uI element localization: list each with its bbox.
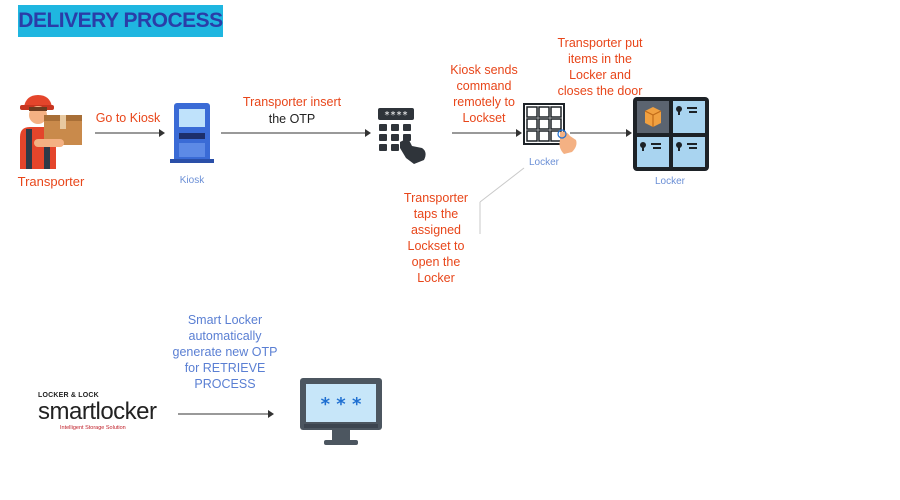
step-smart-locker-line3: generate new OTP <box>172 345 278 359</box>
step-insert-otp-line2: the OTP <box>268 112 316 126</box>
step-put-items-line2: items in the <box>568 52 632 66</box>
title-bar: DELIVERY PROCESS <box>18 5 223 37</box>
step-smart-locker-line1: Smart Locker <box>187 313 263 327</box>
arrow-transporter-kiosk <box>95 129 165 137</box>
keypad-display: **** <box>384 110 408 121</box>
step-insert-otp-line1: Transporter insert <box>242 95 342 109</box>
kiosk-label: Kiosk <box>179 175 205 186</box>
hand-pointer-icon <box>557 129 577 154</box>
locker-small-label: Locker <box>528 157 559 168</box>
step-go-to-kiosk: Go to Kiosk <box>95 111 161 125</box>
step-taps-lockset-line4: Lockset to <box>407 239 465 253</box>
keypad-hand-icon: **** <box>378 108 426 164</box>
step-taps-lockset-line2: taps the <box>413 207 459 221</box>
svg-text:* * *: * * * <box>321 394 362 415</box>
step-kiosk-sends-line2: command <box>456 79 512 93</box>
step-kiosk-sends-line4: Lockset <box>462 111 506 125</box>
arrow-logo-monitor <box>178 410 274 418</box>
step-smart-locker-otp: Smart Locker automatically generate new … <box>164 312 286 392</box>
step-put-items: Transporter put items in the Locker and … <box>548 35 652 99</box>
transporter-icon <box>20 95 82 169</box>
kiosk-icon <box>170 103 214 163</box>
arrow-kiosk-keypad <box>221 129 371 137</box>
locker-big-icon <box>633 97 709 171</box>
step-kiosk-sends: Kiosk sends command remotely to Lockset <box>436 62 532 126</box>
step-taps-lockset-line3: assigned <box>410 223 462 237</box>
step-smart-locker-line5: PROCESS <box>194 377 256 391</box>
step-put-items-line4: closes the door <box>557 84 643 98</box>
brand-name: smartlocker <box>38 398 157 425</box>
arrow-locker-locker <box>570 129 632 137</box>
locker-small-icon <box>523 103 577 154</box>
step-taps-lockset-line1: Transporter <box>403 191 469 205</box>
step-kiosk-sends-line3: remotely to <box>453 95 515 109</box>
step-kiosk-sends-line1: Kiosk sends <box>450 63 518 77</box>
smartlocker-logo: LOCKER & LOCK smartlocker Intelligent St… <box>38 392 178 431</box>
package-icon <box>644 107 662 127</box>
monitor-otp-icon: * * * <box>300 378 382 445</box>
step-put-items-line3: Locker and <box>569 68 631 82</box>
step-taps-lockset-line6: Locker <box>417 271 455 285</box>
step-put-items-line1: Transporter put <box>557 36 643 50</box>
step-taps-lockset: Transporter taps the assigned Lockset to… <box>394 190 478 286</box>
brand-tagline: Intelligent Storage Solution <box>60 425 126 431</box>
arrow-keypad-locker <box>452 129 522 137</box>
page-title: DELIVERY PROCESS <box>18 9 223 32</box>
step-smart-locker-line4: for RETRIEVE <box>184 361 266 375</box>
step-smart-locker-line2: automatically <box>188 329 262 343</box>
step-taps-lockset-line5: open the <box>411 255 461 269</box>
brand-top: LOCKER & LOCK <box>38 392 99 399</box>
connector-line <box>479 167 525 234</box>
transporter-label: Transporter <box>17 174 85 189</box>
locker-big-label: Locker <box>654 176 685 187</box>
